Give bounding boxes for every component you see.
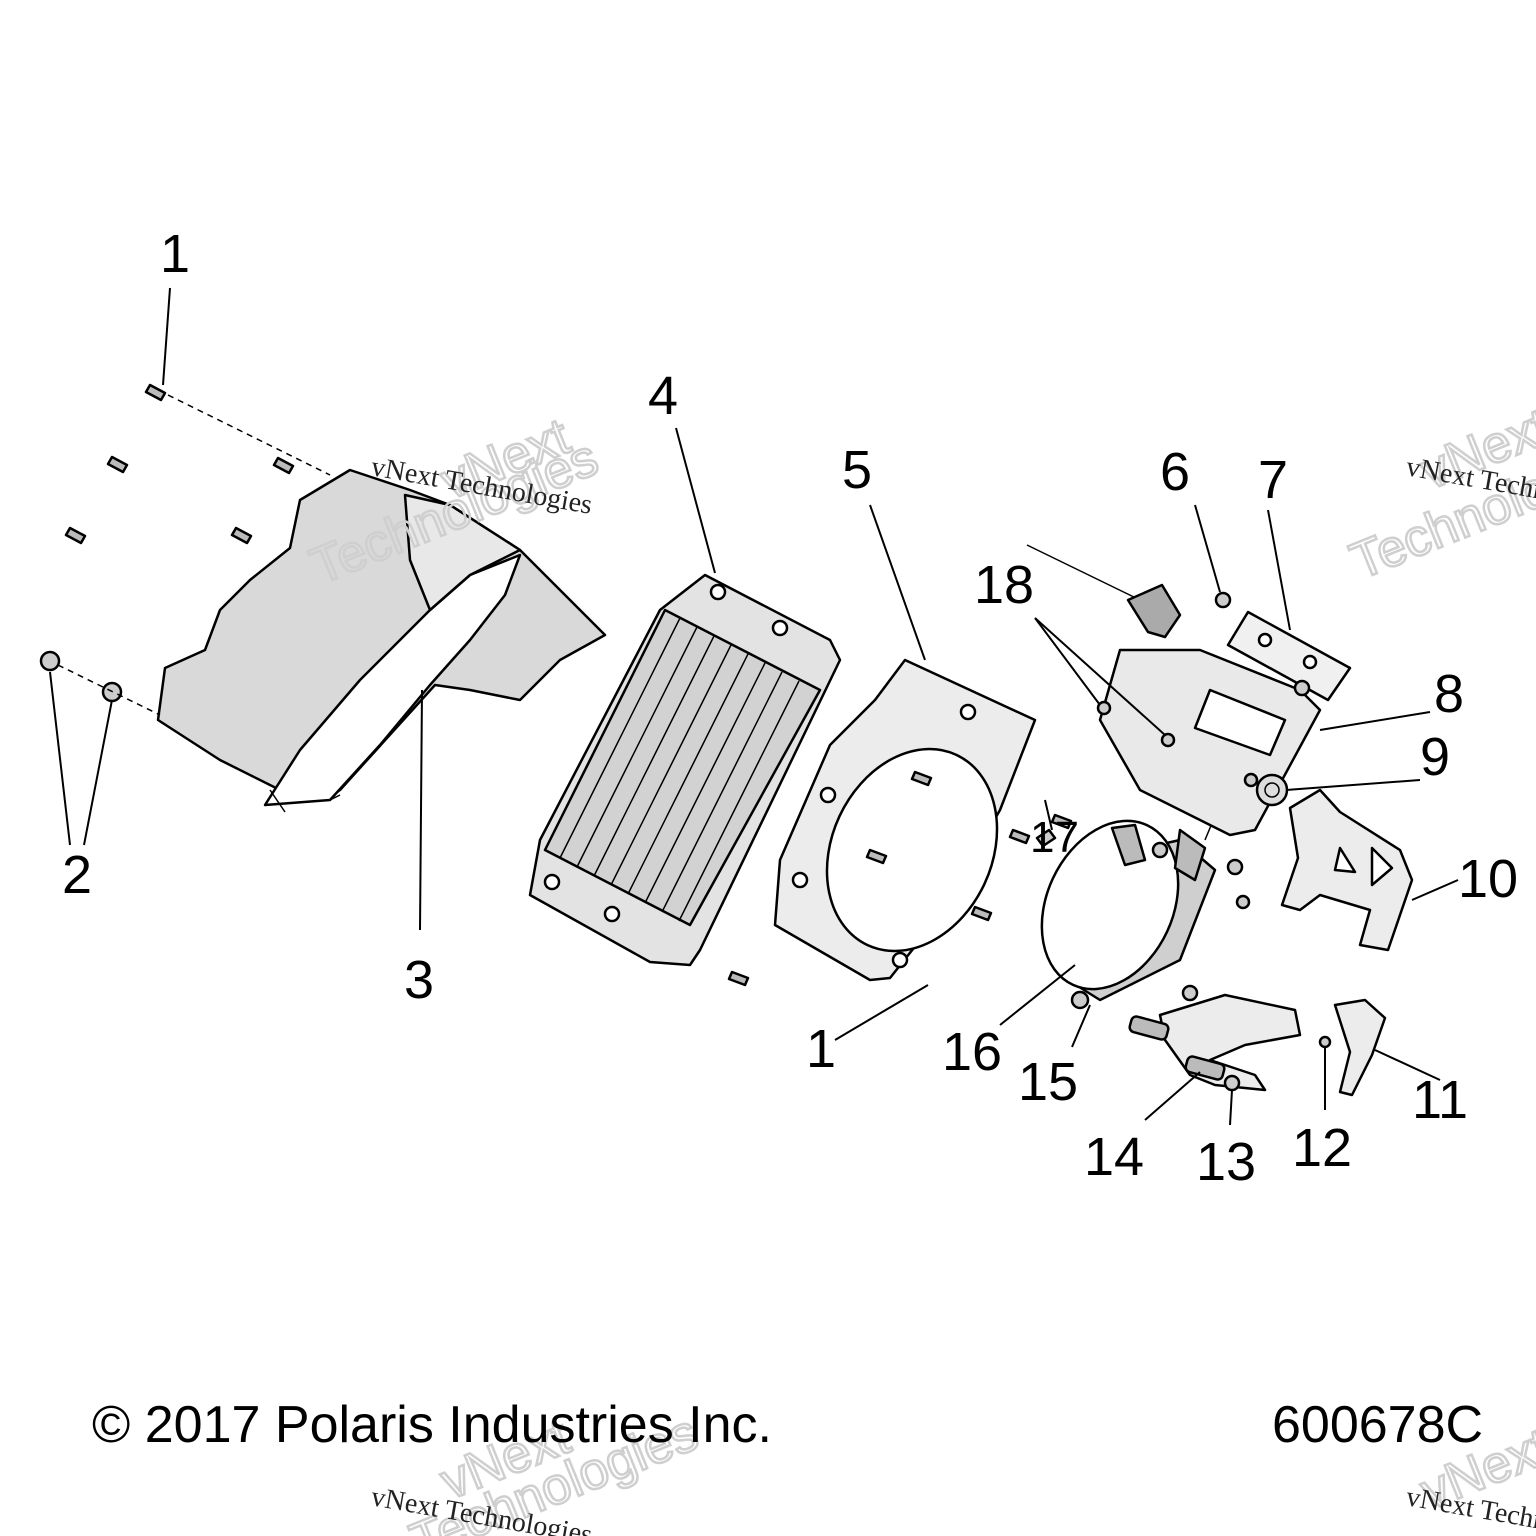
- watermark-top-right: vNext Technologies vNext Technologies: [1342, 396, 1536, 592]
- part-11-bracket: [1318, 998, 1387, 1097]
- part-4-radiator: [528, 573, 842, 967]
- callout-15: 15: [1018, 1052, 1078, 1112]
- part-7-cover: [1226, 610, 1352, 702]
- plate-pins: [727, 770, 1073, 987]
- leader-lines: [49, 287, 1459, 1126]
- callout-12: 12: [1292, 1118, 1352, 1178]
- callout-2: 2: [62, 845, 92, 905]
- shroud-fasteners: [39, 383, 331, 716]
- fan-fasteners: [1035, 828, 1251, 910]
- callout-6: 6: [1160, 442, 1190, 502]
- callout-8: 8: [1434, 664, 1464, 724]
- callout-17: 17: [1030, 813, 1079, 862]
- callout-9: 9: [1420, 727, 1450, 787]
- part-10-bracket: [1280, 788, 1414, 952]
- part-3-shroud: [156, 468, 607, 813]
- callout-18: 18: [974, 555, 1034, 615]
- callout-1-bottom: 1: [806, 1019, 836, 1079]
- sensor-probe: [1026, 544, 1182, 639]
- part-6-screw: [1214, 591, 1232, 609]
- callout-10: 10: [1458, 849, 1518, 909]
- diagram-code: 600678C: [1272, 1396, 1483, 1454]
- callout-16: 16: [942, 1022, 1002, 1082]
- copyright-text: © 2017 Polaris Industries Inc.: [92, 1396, 772, 1454]
- part-5-plate: [773, 658, 1037, 982]
- callout-14: 14: [1084, 1127, 1144, 1187]
- part-14-bracket: [1128, 984, 1302, 1092]
- callout-5: 5: [842, 440, 872, 500]
- callout-13: 13: [1196, 1132, 1256, 1192]
- callout-11: 11: [1412, 1070, 1468, 1130]
- callout-3: 3: [404, 950, 434, 1010]
- part-9-grommet: [1255, 773, 1289, 807]
- callout-labels: 1 2 3 4 5 6 7 18 8 9 17 10 1 16 15 11 14…: [62, 224, 1518, 1192]
- callout-7: 7: [1258, 450, 1288, 510]
- callout-1-top: 1: [160, 224, 190, 284]
- callout-4: 4: [648, 366, 678, 426]
- part-16-fan: [1040, 774, 1233, 1010]
